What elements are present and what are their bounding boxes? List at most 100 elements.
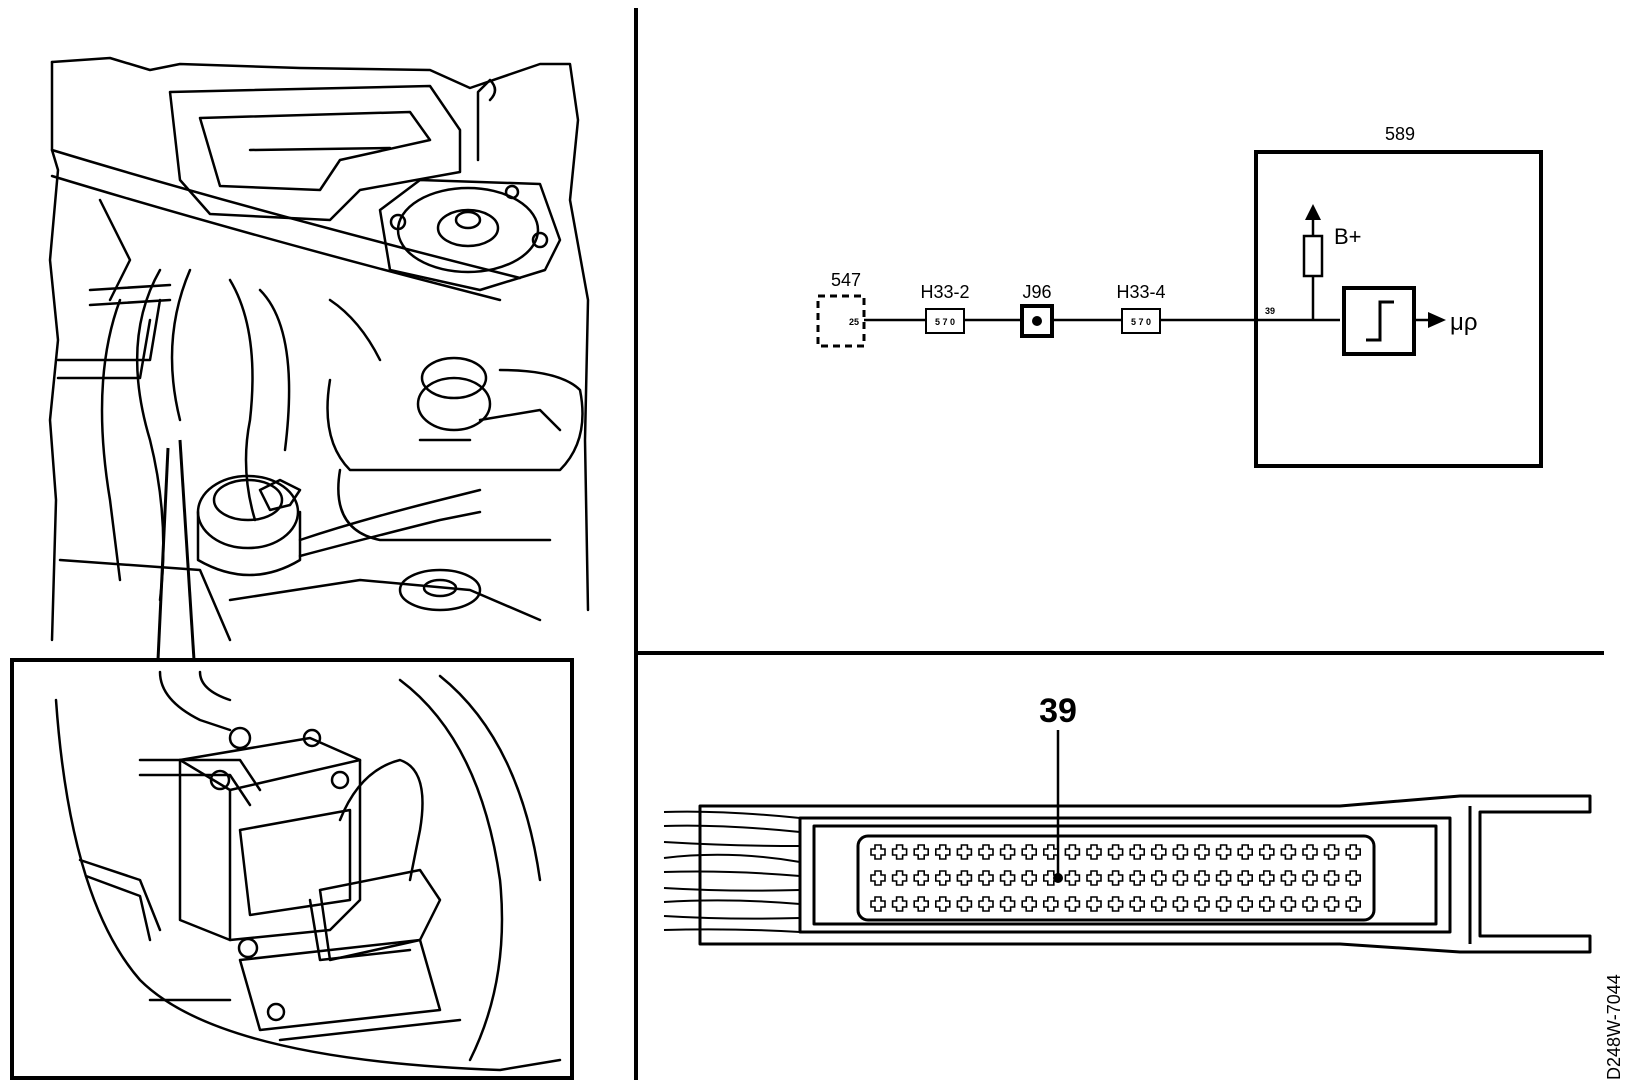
connector-pin bbox=[1259, 870, 1275, 886]
connector-pin bbox=[999, 844, 1016, 860]
supply-arrow-icon bbox=[1305, 204, 1321, 220]
connector-h33-2-box bbox=[925, 308, 965, 334]
connector-h33-4-pins: 5 7 0 bbox=[1131, 317, 1151, 327]
connector-h33-4-label: H33-4 bbox=[1116, 282, 1165, 302]
pin-39-marker bbox=[1053, 873, 1063, 883]
pin-grid bbox=[870, 844, 1361, 912]
connector-pin bbox=[1064, 896, 1081, 912]
connector-pin bbox=[978, 896, 994, 912]
connector-pin bbox=[1345, 870, 1361, 886]
connector-h33-4-box bbox=[1121, 308, 1161, 334]
connector-pin bbox=[1151, 896, 1167, 912]
connector-pin bbox=[956, 844, 973, 860]
splice-j96-label: J96 bbox=[1022, 282, 1051, 302]
connector-pin bbox=[1323, 844, 1340, 860]
connector-pin bbox=[913, 844, 929, 860]
connector-pin bbox=[1172, 896, 1189, 912]
connector-pin bbox=[1151, 844, 1167, 860]
connector-pin bbox=[1172, 844, 1189, 860]
inset-callout-lines bbox=[156, 439, 196, 661]
connector-pin bbox=[891, 870, 908, 886]
connector-h33-2-label: H33-2 bbox=[920, 282, 969, 302]
connector-pin bbox=[1194, 870, 1210, 886]
connector-pin bbox=[1215, 844, 1232, 860]
connector-pin bbox=[1021, 844, 1037, 860]
connector-pin bbox=[1345, 844, 1361, 860]
connector-pin bbox=[1172, 870, 1189, 886]
connector-pin bbox=[1021, 870, 1037, 886]
schmitt-trigger-icon bbox=[1366, 300, 1394, 342]
connector-pin bbox=[978, 870, 994, 886]
connector-pin bbox=[1237, 844, 1253, 860]
ecu-connector-view: 39 bbox=[663, 692, 1592, 954]
connector-pin bbox=[1129, 844, 1145, 860]
connector-pin bbox=[1043, 896, 1059, 912]
connector-pin bbox=[870, 896, 886, 912]
circuit-schematic: 547 25 5 7 0 H33-2 J96 5 7 0 H33-4 589 3… bbox=[816, 124, 1543, 468]
connector-pin bbox=[891, 896, 908, 912]
connector-pin bbox=[1043, 870, 1059, 886]
connector-pin bbox=[956, 870, 973, 886]
connector-pin bbox=[1302, 870, 1318, 886]
connector-pin bbox=[999, 896, 1016, 912]
connector-pin bbox=[1194, 896, 1210, 912]
connector-pin bbox=[1107, 870, 1124, 886]
connector-pin bbox=[1043, 844, 1059, 860]
connector-pin bbox=[1345, 896, 1361, 912]
connector-pin bbox=[1129, 896, 1145, 912]
connector-pin bbox=[1215, 870, 1232, 886]
pullup-resistor bbox=[1302, 234, 1324, 278]
connector-h33-2-pins: 5 7 0 bbox=[935, 317, 955, 327]
connector-pin bbox=[1323, 870, 1340, 886]
drawing-reference: D248W-7044 bbox=[1604, 974, 1624, 1080]
connector-pin bbox=[1086, 870, 1102, 886]
connector-pin bbox=[935, 844, 951, 860]
connector-pin bbox=[913, 896, 929, 912]
connector-pin bbox=[1151, 870, 1167, 886]
connector-pin bbox=[978, 844, 994, 860]
output-arrow-icon bbox=[1428, 312, 1446, 328]
connector-pin bbox=[1129, 870, 1145, 886]
sensor-547-pin: 25 bbox=[849, 317, 859, 327]
connector-pin bbox=[1323, 896, 1340, 912]
connector-pin bbox=[1064, 870, 1081, 886]
connector-shell bbox=[698, 794, 1592, 954]
connector-pin bbox=[1064, 844, 1081, 860]
connector-pin bbox=[870, 844, 886, 860]
module-589-box bbox=[1254, 150, 1543, 468]
connector-pin bbox=[1259, 896, 1275, 912]
sensor-547-label: 547 bbox=[831, 270, 861, 290]
pin-field bbox=[856, 834, 1376, 922]
module-589-label: 589 bbox=[1385, 124, 1415, 144]
connector-pin bbox=[1021, 896, 1037, 912]
connector-pin bbox=[1280, 870, 1297, 886]
connector-pin bbox=[1259, 844, 1275, 860]
splice-j96-dot bbox=[1032, 316, 1042, 326]
engine-bay-illustration bbox=[48, 56, 590, 642]
connector-pin bbox=[1302, 896, 1318, 912]
connector-pin bbox=[1280, 844, 1297, 860]
abs-module-inset bbox=[10, 658, 574, 1080]
connector-pin bbox=[1215, 896, 1232, 912]
pin-39-callout: 39 bbox=[1039, 692, 1077, 730]
connector-pin bbox=[1107, 844, 1124, 860]
wire-bundle bbox=[663, 810, 801, 933]
connector-pin bbox=[913, 870, 929, 886]
connector-pin bbox=[891, 844, 908, 860]
connector-pin bbox=[1237, 896, 1253, 912]
connector-pin bbox=[870, 870, 886, 886]
connector-pin bbox=[935, 896, 951, 912]
connector-pin bbox=[1086, 844, 1102, 860]
connector-pin bbox=[1237, 870, 1253, 886]
supply-label: B+ bbox=[1334, 224, 1362, 249]
connector-pin bbox=[1194, 844, 1210, 860]
connector-pin bbox=[1302, 844, 1318, 860]
microprocessor-label: μρ bbox=[1450, 309, 1477, 336]
module-589-pin: 39 bbox=[1265, 306, 1275, 316]
connector-pin bbox=[999, 870, 1016, 886]
connector-pin bbox=[956, 896, 973, 912]
panel-dividers bbox=[634, 8, 1604, 1080]
connector-pin bbox=[1280, 896, 1297, 912]
connector-pin bbox=[1107, 896, 1124, 912]
